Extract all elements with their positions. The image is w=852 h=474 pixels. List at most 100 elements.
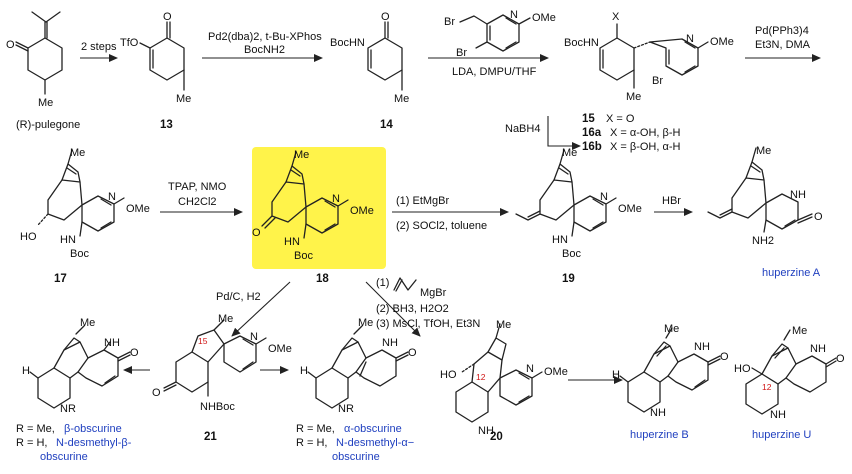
chem-label: 12 [762, 382, 772, 392]
label-16a: 16a [582, 127, 602, 139]
chem-label: Me [70, 147, 85, 159]
chem-label: OMe [618, 203, 642, 215]
chem-label: Me [394, 93, 409, 105]
chem-label: NH2 [752, 235, 774, 247]
chem-label: NH [478, 425, 494, 437]
chem-label: H [612, 369, 620, 381]
chem-label: Me [218, 313, 233, 325]
chem-label: O [836, 353, 845, 365]
reagent-2b: BocNH2 [244, 44, 285, 56]
structure-huperzine-a: Me NH O NH2 [707, 145, 823, 247]
chem-label: NH [790, 189, 806, 201]
chem-label: N [600, 191, 608, 203]
chem-label: O [152, 387, 161, 399]
reagent-5: NaBH4 [505, 123, 540, 135]
label-beta-obscurine: β-obscurine [64, 423, 122, 435]
allyl-glyph [393, 277, 417, 291]
structure-beta-obscurine: Me NH O H NR [22, 317, 139, 415]
structure-14: BocHN O Me [330, 11, 409, 105]
chem-label: H [300, 365, 308, 377]
reagent-10-mgbr: MgBr [420, 287, 447, 299]
chem-label: HN [60, 234, 76, 246]
chem-label: HN [284, 236, 300, 248]
arrow-5 [547, 116, 581, 150]
chem-label: NH [650, 407, 666, 419]
chem-label: Me [626, 91, 641, 103]
chem-label: Me [562, 147, 577, 159]
chem-label: O [720, 351, 729, 363]
label-16a-x: X = α-OH, β-H [610, 127, 680, 139]
chem-label: HO [734, 363, 751, 375]
chem-label: Me [756, 145, 771, 157]
chem-label: obscurine [40, 451, 88, 463]
reagent-3: LDA, DMPU/THF [452, 66, 537, 78]
chem-label: Br [456, 47, 467, 59]
chem-label: Boc [70, 248, 89, 260]
chem-label: N [250, 331, 258, 343]
chem-label: OMe [544, 366, 568, 378]
chem-label: N [686, 33, 694, 45]
label-21: 21 [204, 431, 217, 443]
structure-18: Me N OMe O HN Boc [252, 149, 374, 262]
chem-label: NR [338, 403, 354, 415]
chem-label: N [510, 9, 518, 21]
label-alpha-obscurine: α-obscurine [344, 423, 402, 435]
chem-label: Me [294, 149, 309, 161]
structure-15: BocHN X N OMe Br Me [564, 11, 734, 103]
reagent-6a: TPAP, NMO [168, 181, 227, 193]
chem-label: OMe [710, 36, 734, 48]
reagent-4b: Et3N, DMA [755, 39, 811, 51]
chem-label: O [252, 227, 261, 239]
label-20: 20 [490, 431, 503, 443]
chem-label: R = H, [16, 437, 47, 449]
label-14: 14 [380, 119, 393, 131]
chem-label: N [526, 363, 534, 375]
chem-label: obscurine [332, 451, 380, 463]
reagent-4a: Pd(PPh3)4 [755, 25, 809, 37]
chem-label: O [381, 11, 390, 23]
chem-label: BocHN [564, 37, 599, 49]
chem-label: O [814, 211, 823, 223]
reagent-10c: (3) MsCl, TfOH, Et3N [376, 318, 480, 330]
chem-label: H [22, 365, 30, 377]
structure-alpha-obscurine: Me NH O H NR [300, 317, 417, 415]
chem-label: OMe [126, 203, 150, 215]
chem-label: Br [652, 75, 663, 87]
structure-huperzine-b: Me NH O H NH [612, 323, 729, 419]
structure-19: Me N OMe HN Boc [515, 147, 642, 260]
chem-label: O [408, 347, 417, 359]
label-18: 18 [316, 273, 329, 285]
structure-20: Me N OMe HO 12 NH [440, 319, 568, 437]
label-17: 17 [54, 273, 67, 285]
arrow-10 [365, 281, 421, 337]
chem-label: NR [60, 403, 76, 415]
chem-label: OMe [268, 343, 292, 355]
chem-label: N [332, 193, 340, 205]
arrow-9 [231, 281, 291, 337]
chem-label: N [108, 191, 116, 203]
atom-O: O [6, 39, 15, 51]
chem-label: OMe [350, 205, 374, 217]
label-huperzine-b: huperzine B [630, 429, 689, 441]
label-ndesmethyl-alpha: N-desmethyl-α− [336, 437, 414, 449]
chem-label: Boc [562, 248, 581, 260]
chem-label: OMe [532, 12, 556, 24]
chem-label: NH [694, 341, 710, 353]
label-15-x: X = O [606, 113, 635, 125]
atom-Me: Me [38, 97, 53, 109]
label-pulegone: (R)-pulegone [16, 119, 80, 131]
chem-label: TfO [120, 37, 139, 49]
reagent-8: HBr [662, 195, 681, 207]
label-huperzine-a: huperzine A [762, 267, 821, 279]
label-13: 13 [160, 119, 173, 131]
chem-label: Br [444, 16, 455, 28]
chem-label: R = Me, [296, 423, 335, 435]
reagent-7b: (2) SOCl2, toluene [396, 220, 487, 232]
chem-label: HO [20, 231, 37, 243]
structure-13: TfO O Me [120, 11, 191, 105]
chem-label: Me [176, 93, 191, 105]
chem-label: O [163, 11, 172, 23]
chem-label: Boc [294, 250, 313, 262]
chem-label: Me [664, 323, 679, 335]
